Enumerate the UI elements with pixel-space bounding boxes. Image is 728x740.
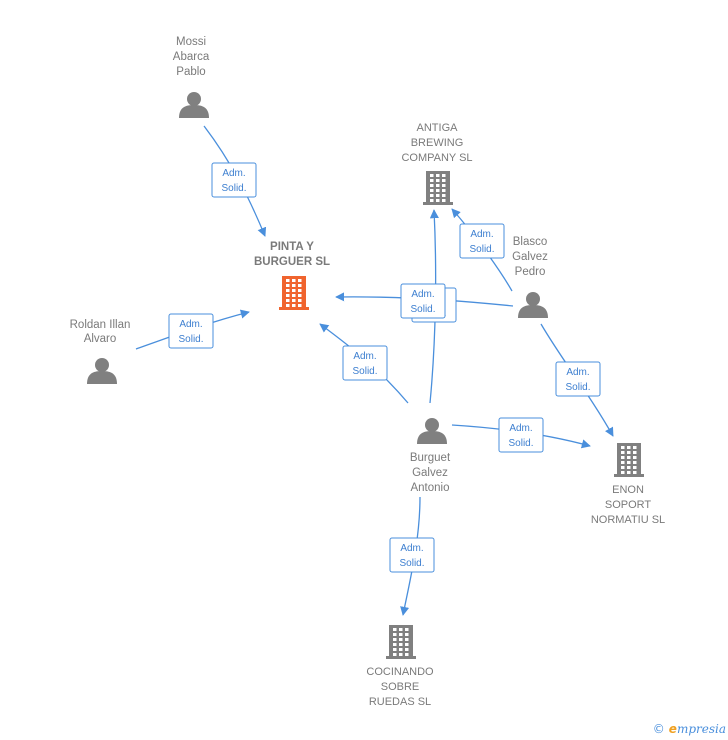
node-cocinando[interactable]: COCINANDO SOBRE RUEDAS SL [366, 625, 434, 708]
person-icon[interactable] [417, 418, 447, 444]
role-badge-box [459, 223, 505, 259]
role-badge-text: Solid. [565, 382, 590, 393]
node-label[interactable]: ENON [612, 484, 644, 496]
building-icon[interactable] [386, 625, 416, 659]
role-badge[interactable]: Adm. Solid. [168, 313, 214, 349]
role-badge-text: Adm. [566, 367, 589, 378]
role-badge[interactable]: Adm. Solid. [342, 345, 388, 381]
role-badge-text: Adm. [470, 229, 493, 240]
node-label[interactable]: Abarca [173, 51, 210, 63]
node-enon[interactable]: ENON SOPORT NORMATIU SL [591, 443, 665, 526]
node-label[interactable]: Mossi [176, 36, 206, 48]
node-label[interactable]: Galvez [512, 251, 548, 263]
role-badge-text: Solid. [352, 366, 377, 377]
role-badge-text: Adm. [222, 168, 245, 179]
role-badge-box [211, 162, 257, 198]
node-label[interactable]: COCINANDO [366, 666, 434, 678]
node-label[interactable]: SOBRE [381, 681, 420, 693]
role-badge-text: Solid. [410, 304, 435, 315]
building-icon[interactable] [423, 171, 453, 205]
node-label[interactable]: Galvez [412, 467, 448, 479]
copyright-icon: © [652, 722, 665, 736]
role-badge-text: Adm. [411, 289, 434, 300]
empresia-logo-initial: e [668, 722, 677, 736]
node-label[interactable]: Blasco [513, 236, 548, 248]
node-label[interactable]: NORMATIU SL [591, 514, 665, 526]
node-label[interactable]: ANTIGA [417, 122, 459, 134]
node-label[interactable]: Roldan Illan [70, 319, 131, 331]
role-badge-box [498, 417, 544, 453]
role-badge-text: Adm. [400, 543, 423, 554]
node-label[interactable]: BREWING [411, 137, 464, 149]
empresia-watermark[interactable]: ©empresia [653, 722, 726, 736]
role-badge-text: Solid. [399, 558, 424, 569]
role-badge-text: Adm. [353, 351, 376, 362]
role-badge-text: Adm. [179, 319, 202, 330]
person-icon[interactable] [518, 292, 548, 318]
role-badge-box [400, 283, 446, 319]
role-badge-text: Adm. [509, 423, 532, 434]
role-badge-text: Solid. [469, 244, 494, 255]
role-badge[interactable]: Adm. Solid. [555, 361, 601, 397]
role-badge-text: Solid. [221, 183, 246, 194]
person-icon[interactable] [179, 92, 209, 118]
node-label[interactable]: BURGUER SL [254, 256, 330, 268]
role-badge[interactable]: Adm. Solid. [400, 283, 446, 319]
role-badge[interactable]: Adm. Solid. [211, 162, 257, 198]
node-label[interactable]: Pedro [515, 266, 546, 278]
role-badge-box [555, 361, 601, 397]
node-label[interactable]: COMPANY SL [401, 152, 472, 164]
role-badge[interactable]: Adm. Solid. [498, 417, 544, 453]
node-label[interactable]: Burguet [410, 452, 451, 464]
node-label[interactable]: Alvaro [84, 333, 117, 345]
building-icon[interactable] [614, 443, 644, 477]
role-badge-box [342, 345, 388, 381]
edge-labels: Adm. Solid. Adm. Solid. Adm. Solid. Adm. Solid.… [168, 162, 601, 573]
node-label[interactable]: Antonio [410, 482, 449, 494]
node-pinta[interactable]: PINTA Y BURGUER SL [254, 241, 330, 310]
node-label[interactable]: PINTA Y [270, 241, 314, 253]
role-badge[interactable]: Adm. Solid. [459, 223, 505, 259]
node-antiga[interactable]: ANTIGA BREWING COMPANY SL [401, 122, 473, 205]
role-badge-box [168, 313, 214, 349]
building-icon[interactable] [279, 276, 309, 310]
node-label[interactable]: SOPORT [605, 499, 652, 511]
node-label[interactable]: RUEDAS SL [369, 696, 431, 708]
role-badge-text: Solid. [178, 334, 203, 345]
empresia-logo-text: mpresia [676, 722, 726, 736]
role-badge-box [389, 537, 435, 573]
role-badge[interactable]: Adm. Solid. [389, 537, 435, 573]
person-icon[interactable] [87, 358, 117, 384]
node-label[interactable]: Pablo [176, 66, 205, 78]
role-badge-text: Solid. [508, 438, 533, 449]
